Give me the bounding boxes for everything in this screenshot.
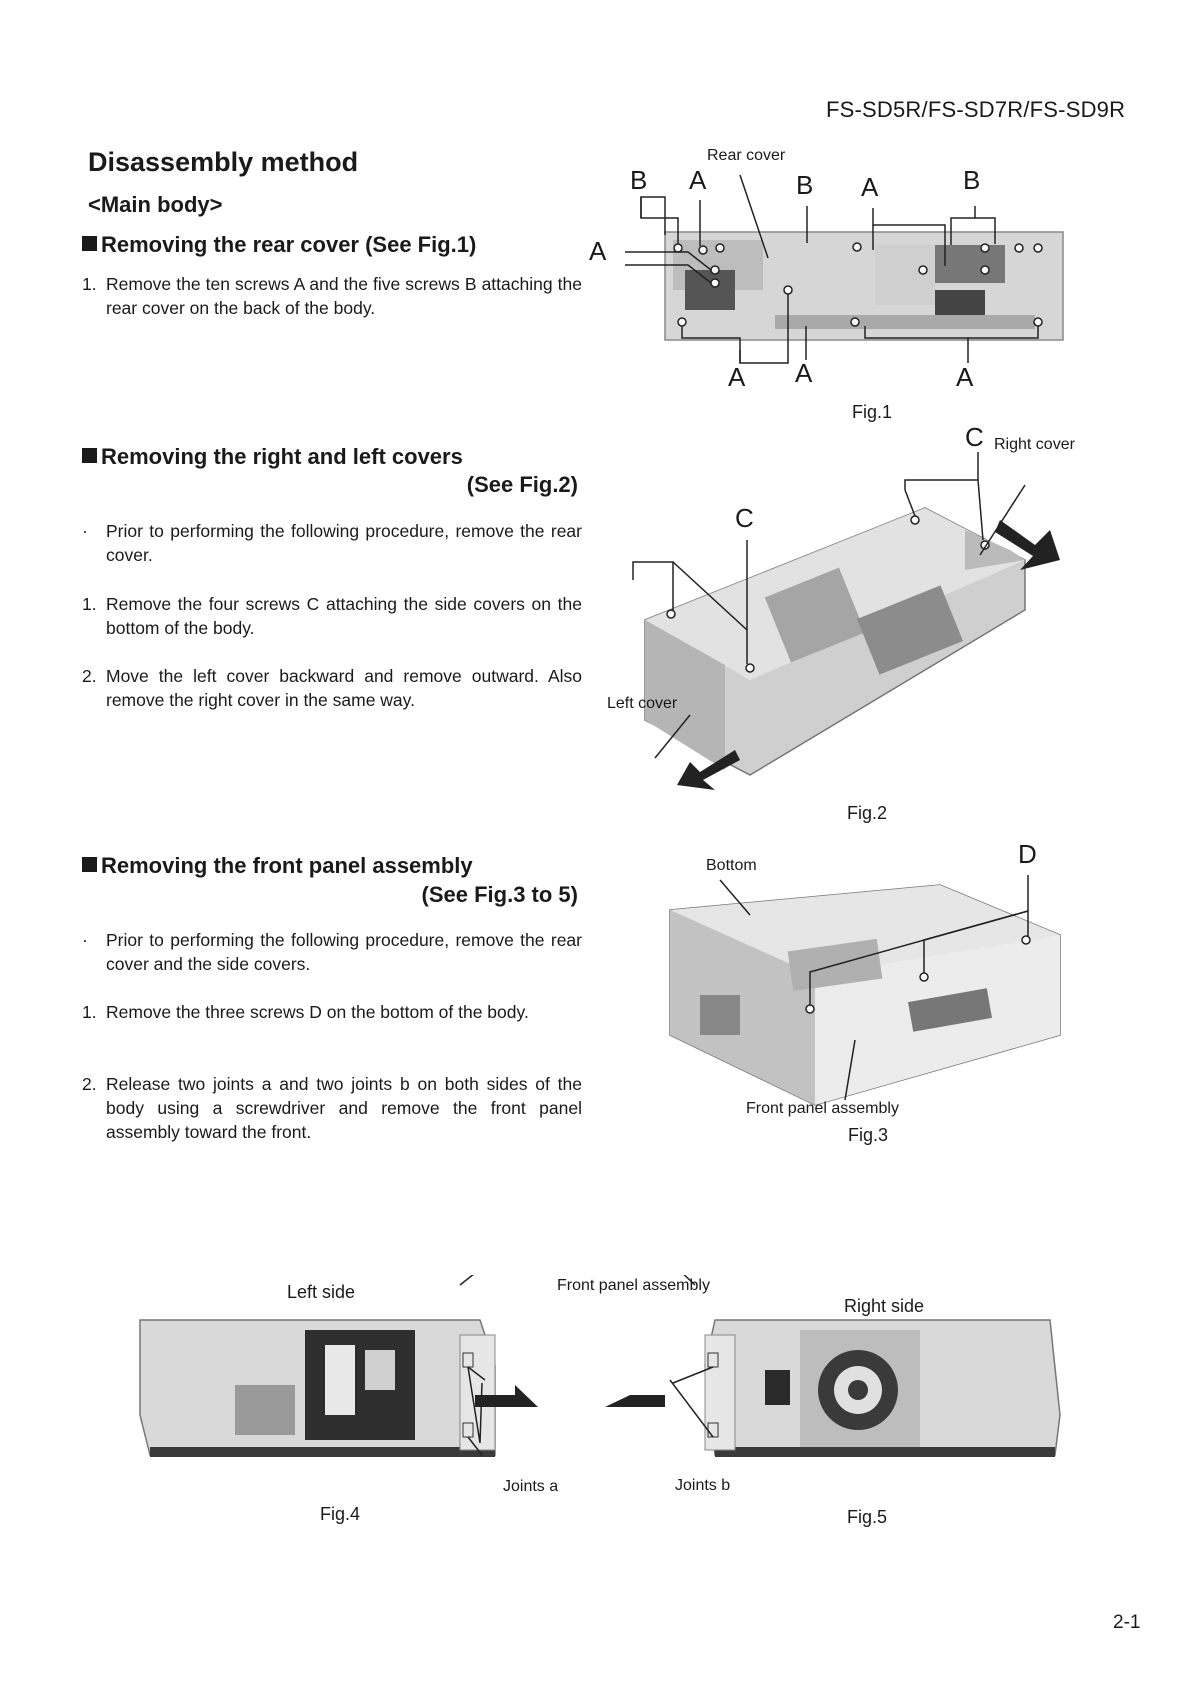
figure-1: Rear cover B A B A B A A A A Fig.1 — [589, 147, 1085, 435]
fig1-letter-a: A — [861, 172, 879, 202]
fig1-drawing — [625, 174, 1064, 364]
fig5-caption: Fig.5 — [847, 1507, 888, 1527]
fig1-letter-a: A — [795, 358, 813, 388]
page-title: Disassembly method — [88, 147, 359, 177]
dot-bullet: · — [82, 930, 88, 950]
step-side-covers-1: 1. Remove the four screws C attaching th… — [82, 594, 582, 638]
section-see-fig3-5: (See Fig.3 to 5) — [421, 882, 578, 907]
fig1-letter-a: A — [728, 362, 746, 392]
figure-3: D Bottom Front panel assembly Fig.3 — [640, 839, 1090, 1190]
square-bullet-icon — [82, 448, 97, 463]
section-heading-rear-cover: Removing the rear cover (See Fig.1) — [82, 232, 476, 258]
step-front-panel-1: 1. Remove the three screws D on the bott… — [82, 1002, 529, 1022]
fig2-right-cover-label: Right cover — [994, 436, 1075, 453]
fig3-caption: Fig.3 — [848, 1125, 889, 1145]
fig5-right-side-label: Right side — [844, 1296, 925, 1316]
fig4-left-side-label: Left side — [287, 1282, 356, 1302]
fig1-letter-a: A — [589, 236, 607, 266]
figure-4-5 — [130, 1275, 1070, 1535]
step-rear-cover-1: 1. Remove the ten screws A and the five … — [82, 274, 582, 318]
square-bullet-icon — [82, 857, 97, 872]
section-heading-side-covers: Removing the right and left covers — [82, 444, 463, 470]
fig2-caption: Fig.2 — [847, 803, 888, 823]
fig1-letter-b: B — [630, 165, 648, 195]
header-model: FS-SD5R/FS-SD7R/FS-SD9R — [826, 97, 1126, 122]
fig1-letter-b: B — [963, 165, 981, 195]
figure-2: C C Right cover Left cover Fig.2 — [605, 422, 1105, 825]
fig1-caption: Fig.1 — [852, 402, 893, 422]
fig2-letter-c: C — [965, 422, 984, 452]
note-front-panel: · Prior to performing the following proc… — [82, 930, 582, 974]
fig3-letter-d: D — [1018, 839, 1037, 869]
fig3-bottom-label: Bottom — [706, 857, 757, 874]
fig1-letter-a: A — [956, 362, 974, 392]
fig4-caption: Fig.4 — [320, 1504, 361, 1524]
fig1-rear-cover-label: Rear cover — [707, 147, 786, 164]
fig4-joints-a-label: Joints a — [503, 1478, 559, 1495]
square-bullet-icon — [82, 236, 97, 251]
section-see-fig2: (See Fig.2) — [466, 472, 578, 497]
fig3-drawing — [669, 875, 1061, 1106]
page-subtitle: <Main body> — [88, 192, 223, 217]
fig5-joints-b-label: Joints b — [675, 1477, 731, 1494]
section-heading-front-panel: Removing the front panel assembly — [82, 853, 473, 879]
fig2-left-cover-label: Left cover — [607, 695, 678, 712]
fig2-letter-c: C — [735, 503, 754, 533]
step-side-covers-2: 2. Move the left cover backward and remo… — [82, 666, 582, 710]
fig1-letter-a: A — [689, 165, 707, 195]
dot-bullet: · — [82, 521, 88, 541]
fig1-letter-b: B — [796, 170, 814, 200]
fig45-front-panel-label: Front panel assembly — [557, 1277, 710, 1294]
step-front-panel-2: 2. Release two joints a and two joints b… — [82, 1074, 582, 1142]
fig2-drawing — [632, 452, 1060, 790]
page-number: 2-1 — [1113, 1612, 1141, 1633]
fig3-front-panel-label: Front panel assembly — [746, 1100, 899, 1117]
note-side-covers: · Prior to performing the following proc… — [82, 521, 582, 565]
fig45-drawing — [139, 1275, 1061, 1457]
